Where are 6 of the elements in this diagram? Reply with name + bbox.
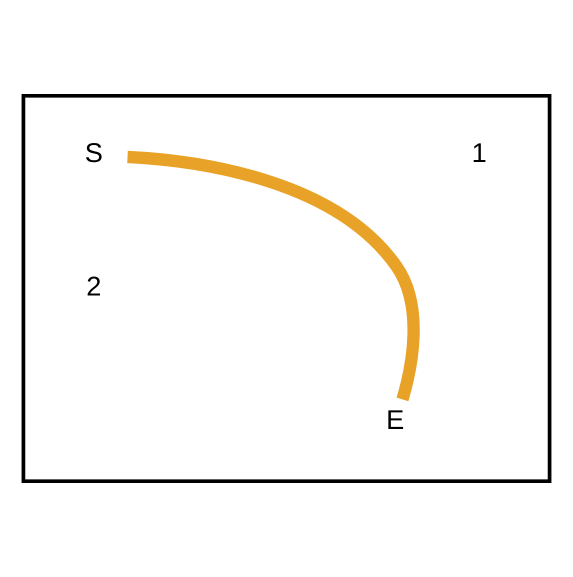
label: 2 xyxy=(86,270,102,302)
label: 1 xyxy=(472,137,487,168)
cluster xyxy=(22,94,552,484)
node-text: E xyxy=(386,404,404,435)
node-text: S xyxy=(84,137,103,168)
connector xyxy=(127,150,420,402)
